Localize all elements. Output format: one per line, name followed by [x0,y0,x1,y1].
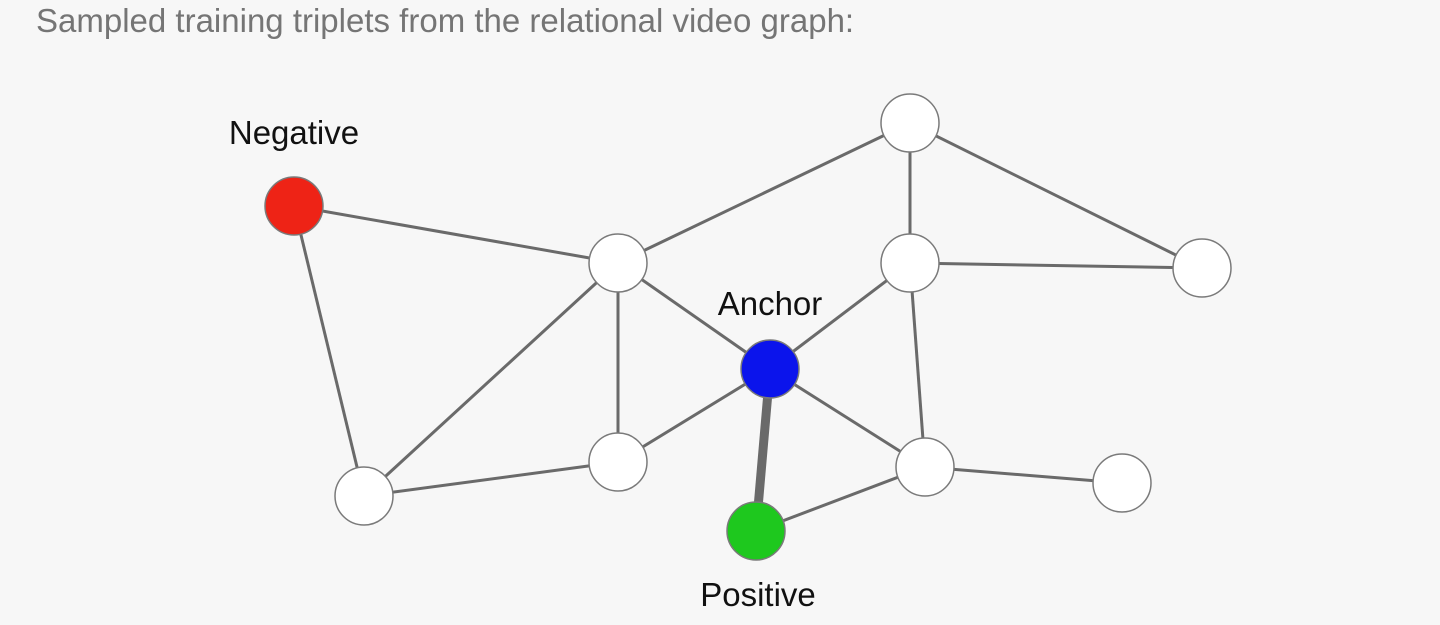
graph-edge [924,465,1123,485]
graph-edge [292,205,366,497]
negative-node [264,176,324,236]
slide-heading: Sampled training triplets from the relat… [36,2,855,39]
graph-edge [363,460,619,498]
graph-edge [617,121,911,265]
graph-node [895,437,955,497]
graph-edge [909,121,1203,270]
graph-edge [909,261,1203,270]
graph-edge [908,262,927,468]
graph-node [588,233,648,293]
positive-node [726,501,786,561]
graph-edge [755,465,926,533]
graph-node [880,93,940,153]
graph-node [1172,238,1232,298]
nodes-layer [264,93,1232,561]
positive-label: Positive [700,576,816,613]
graph-edge [293,204,619,265]
graph-node [588,432,648,492]
graph-node [1092,453,1152,513]
anchor-label: Anchor [718,285,823,322]
graph-edge [362,261,620,498]
negative-label: Negative [229,114,359,151]
edges-layer [292,121,1203,533]
graph-node [334,466,394,526]
graph-edge [769,367,926,469]
graph-edge [617,261,771,371]
anchor-node [740,339,800,399]
graph-node [880,233,940,293]
